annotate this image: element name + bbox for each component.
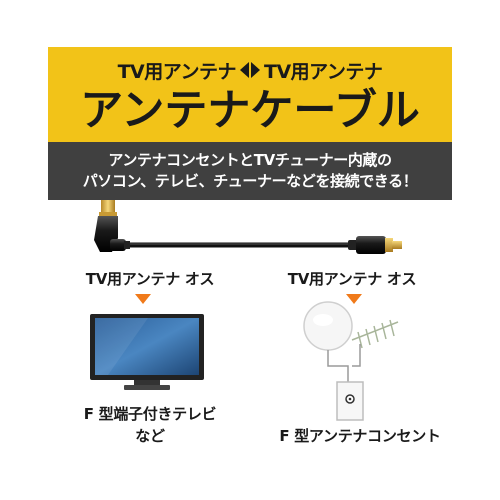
left-device-line-1: F 型端子付きテレビ: [83, 405, 217, 423]
left-connector-label: TV用アンテナ オス: [85, 270, 215, 288]
description-caption: アンテナコンセントとTVチューナー内蔵の パソコン、テレビ、チューナーなどを接続…: [48, 142, 452, 200]
caption-line-1: アンテナコンセントとTVチューナー内蔵の: [108, 151, 392, 169]
header-banner: TV用アンテナ TV用アンテナ アンテナケーブル: [48, 47, 452, 142]
right-device-description: F 型アンテナコンセント: [245, 425, 475, 447]
left-angled-plug-icon: [94, 200, 130, 252]
connector-left-label: TV用アンテナ: [117, 60, 237, 83]
right-down-arrow-icon: [346, 294, 362, 304]
television-icon: [90, 314, 204, 390]
connector-right-label: TV用アンテナ: [264, 60, 383, 83]
connector-type-row: TV用アンテナ TV用アンテナ: [48, 57, 452, 83]
bidirectional-arrow-icon: [240, 62, 260, 78]
caption-line-2: パソコン、テレビ、チューナーなどを接続できる！: [82, 172, 418, 190]
right-device-line-1: F 型アンテナコンセント: [279, 427, 441, 445]
left-device-line-2: など: [135, 427, 165, 445]
left-down-arrow-icon: [135, 294, 151, 304]
left-device-description: F 型端子付きテレビ など: [50, 403, 250, 447]
right-straight-plug-icon: [348, 236, 402, 254]
product-title: アンテナケーブル: [80, 86, 420, 136]
cable-illustration: [94, 200, 402, 254]
antenna-outlet-icon: [303, 301, 399, 421]
right-connector-label: TV用アンテナ オス: [287, 270, 417, 288]
